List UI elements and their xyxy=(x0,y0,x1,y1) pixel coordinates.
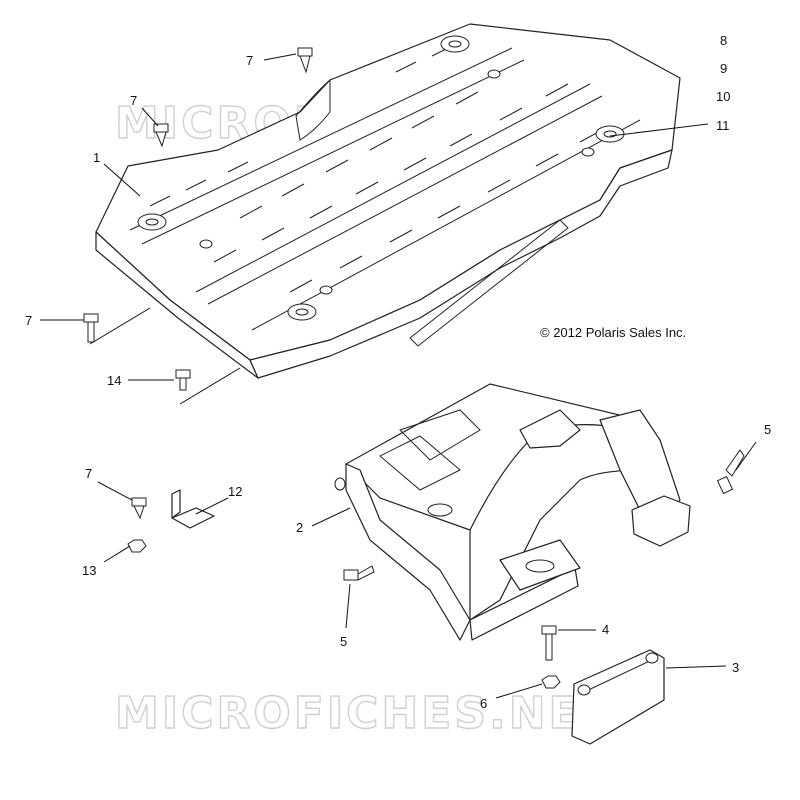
copyright-notice: © 2012 Polaris Sales Inc. xyxy=(540,325,686,340)
bolt-14 xyxy=(175,369,191,391)
callout-12: 12 xyxy=(228,484,242,499)
leader-11 xyxy=(609,123,709,137)
leader-7-top xyxy=(263,53,297,61)
callout-2: 2 xyxy=(296,520,303,535)
leader-13 xyxy=(103,545,131,563)
floor-bosses xyxy=(137,35,625,321)
callout-5-right: 5 xyxy=(764,422,771,437)
callout-7-top: 7 xyxy=(246,53,253,68)
leader-7-upper xyxy=(141,107,159,127)
callout-7-lower: 7 xyxy=(85,466,92,481)
leader-12 xyxy=(195,497,229,515)
floor-panel xyxy=(95,23,681,379)
callout-5-left: 5 xyxy=(340,634,347,649)
callout-7-upper: 7 xyxy=(130,93,137,108)
fastener-7-left-upper xyxy=(153,123,169,148)
bracket-12 xyxy=(171,489,215,529)
watermark-bottom: MICROFICHES.NET xyxy=(115,688,615,739)
leader-5-right xyxy=(735,441,757,471)
callout-8: 8 xyxy=(720,33,727,48)
leader-3 xyxy=(665,665,727,669)
leader-5-left xyxy=(345,583,351,629)
callout-9: 9 xyxy=(720,61,727,76)
callout-3: 3 xyxy=(732,660,739,675)
fastener-7-top xyxy=(297,47,313,74)
bolt-4 xyxy=(541,625,557,661)
callout-4: 4 xyxy=(602,622,609,637)
callout-6: 6 xyxy=(480,696,487,711)
callout-10: 10 xyxy=(716,89,730,104)
callout-13: 13 xyxy=(82,563,96,578)
leader-2 xyxy=(311,507,351,527)
fastener-5-left xyxy=(343,565,375,581)
leader-7-left-b xyxy=(89,307,151,345)
fastener-7-lower xyxy=(131,497,147,520)
skid-bracket xyxy=(571,649,665,745)
leader-14-b xyxy=(179,367,241,405)
nut-13 xyxy=(127,539,147,553)
callout-1: 1 xyxy=(93,150,100,165)
leader-6 xyxy=(495,683,543,699)
callout-11: 11 xyxy=(716,118,730,133)
nut-6 xyxy=(541,675,561,689)
callout-14: 14 xyxy=(107,373,121,388)
callout-7-left: 7 xyxy=(25,313,32,328)
bolt-7-left xyxy=(83,313,99,343)
leader-7-lower xyxy=(97,481,133,501)
fastener-5-right xyxy=(716,449,745,495)
sub-frame xyxy=(334,383,691,641)
leader-1 xyxy=(103,163,141,197)
